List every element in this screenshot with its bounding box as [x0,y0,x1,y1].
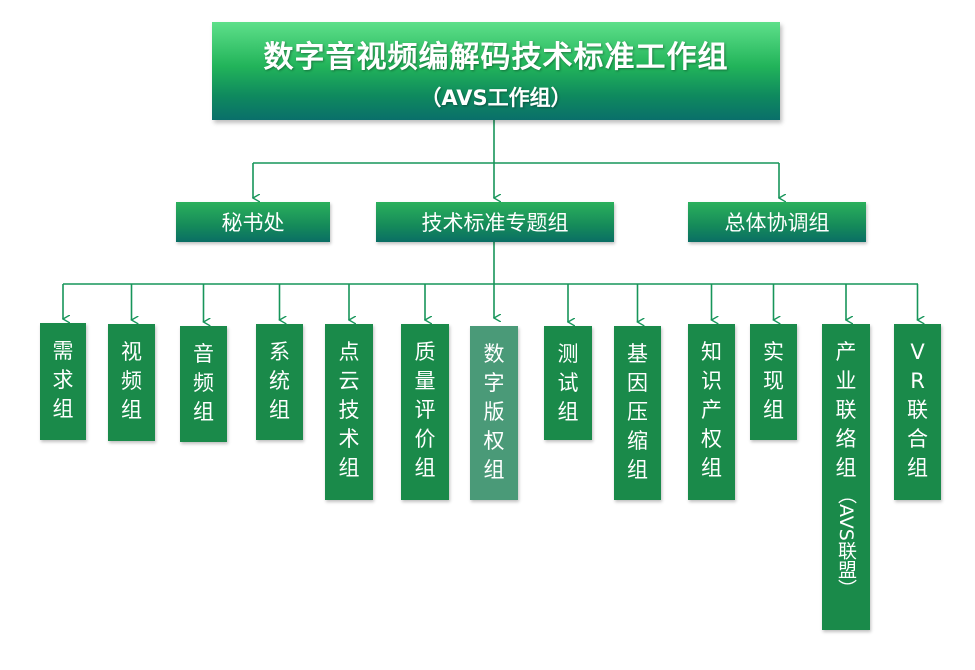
leaf-node-char: 组 [763,398,784,422]
leaf-node-char: 组 [627,458,648,482]
mid-node-tech-standard-group: 技术标准专题组 [376,202,614,242]
leaf-node-char: 频 [121,369,142,393]
leaf-node-char: 字 [483,371,505,395]
leaf-node-char: 组 [701,456,722,480]
leaf-node-char: 数 [483,342,505,366]
leaf-node-5: 点云技术组 [325,324,373,500]
leaf-node-char: 组 [907,456,928,480]
leaf-node-char: 频 [193,371,214,395]
top-node-subtitle: （AVS工作组） [420,86,572,110]
leaf-node-char: 合 [907,427,928,451]
leaf-node-char: 联 [907,398,928,422]
leaf-node-char: 组 [52,397,74,421]
leaf-node-char: 评 [414,398,436,422]
leaf-node-char: R [910,369,925,393]
leaf-node-9: 基因压缩组 [614,326,661,500]
mid-node-label: 总体协调组 [724,211,830,235]
leaf-node-char: 组 [835,456,857,480]
leaf-node-char: 权 [483,429,505,453]
leaf-node-char: 价 [414,427,436,451]
leaf-node-char: 基 [627,342,648,366]
leaf-node-rotated-label: （AVS联盟） [835,485,857,598]
leaf-node-char: 组 [121,398,142,422]
leaf-node-char: 压 [627,400,648,424]
leaf-node-char: 求 [52,368,74,392]
leaf-node-char: 云 [338,369,360,393]
leaf-node-char: 质 [414,340,436,364]
leaf-node-char: 组 [338,456,360,480]
top-node-title: 数字音视频编解码技术标准工作组 [263,40,729,75]
leaf-node-char: V [910,340,925,364]
leaf-node-char: 组 [483,458,505,482]
leaf-node-1: 需求组 [40,323,86,440]
mid-node-label: 技术标准专题组 [421,211,569,235]
mid-node-label: 秘书处 [221,211,285,235]
leaf-node-char: 产 [701,398,722,422]
leaf-node-char: 系 [269,340,290,364]
top-node-avs-working-group: 数字音视频编解码技术标准工作组 （AVS工作组） [212,22,780,120]
leaf-node-char: 试 [557,371,579,395]
leaf-node-11: 实现组 [750,324,797,440]
leaf-node-char: 点 [338,340,360,364]
mid-node-coordination-group: 总体协调组 [688,202,866,242]
leaf-node-char: 络 [835,427,857,451]
leaf-node-char: 知 [701,340,722,364]
mid-node-secretariat: 秘书处 [176,202,330,242]
leaf-node-char: 识 [701,369,722,393]
leaf-node-char: 缩 [627,429,648,453]
leaf-node-char: 术 [338,427,360,451]
leaf-node-12: 产业联络组 （AVS联盟） [822,324,870,630]
leaf-node-char: 产 [835,340,857,364]
leaf-node-char: 版 [483,400,505,424]
leaf-node-10: 知识产权组 [688,324,735,500]
leaf-node-char: 现 [763,369,784,393]
leaf-node-4: 系统组 [256,324,303,440]
leaf-node-char: 组 [414,456,436,480]
leaf-node-char: 权 [701,427,722,451]
leaf-node-char: 组 [193,400,214,424]
leaf-node-char: 组 [557,400,579,424]
leaf-node-char: 测 [557,342,579,366]
leaf-node-char: 量 [414,369,436,393]
leaf-node-char: 技 [338,398,360,422]
leaf-node-char: 组 [269,398,290,422]
leaf-node-char: 需 [52,339,74,363]
leaf-node-char: 音 [193,342,214,366]
leaf-node-8: 测试组 [544,326,592,440]
leaf-node-char: 联 [835,398,857,422]
leaf-node-7: 数字版权组 [470,326,518,500]
leaf-node-2: 视频组 [108,324,155,441]
leaf-node-char: 统 [269,369,290,393]
leaf-node-char: 因 [627,371,648,395]
leaf-node-6: 质量评价组 [401,324,449,500]
leaf-node-char: 业 [835,369,857,393]
leaf-node-char: 视 [121,340,142,364]
leaf-node-3: 音频组 [180,326,227,442]
leaf-node-char: 实 [763,340,784,364]
